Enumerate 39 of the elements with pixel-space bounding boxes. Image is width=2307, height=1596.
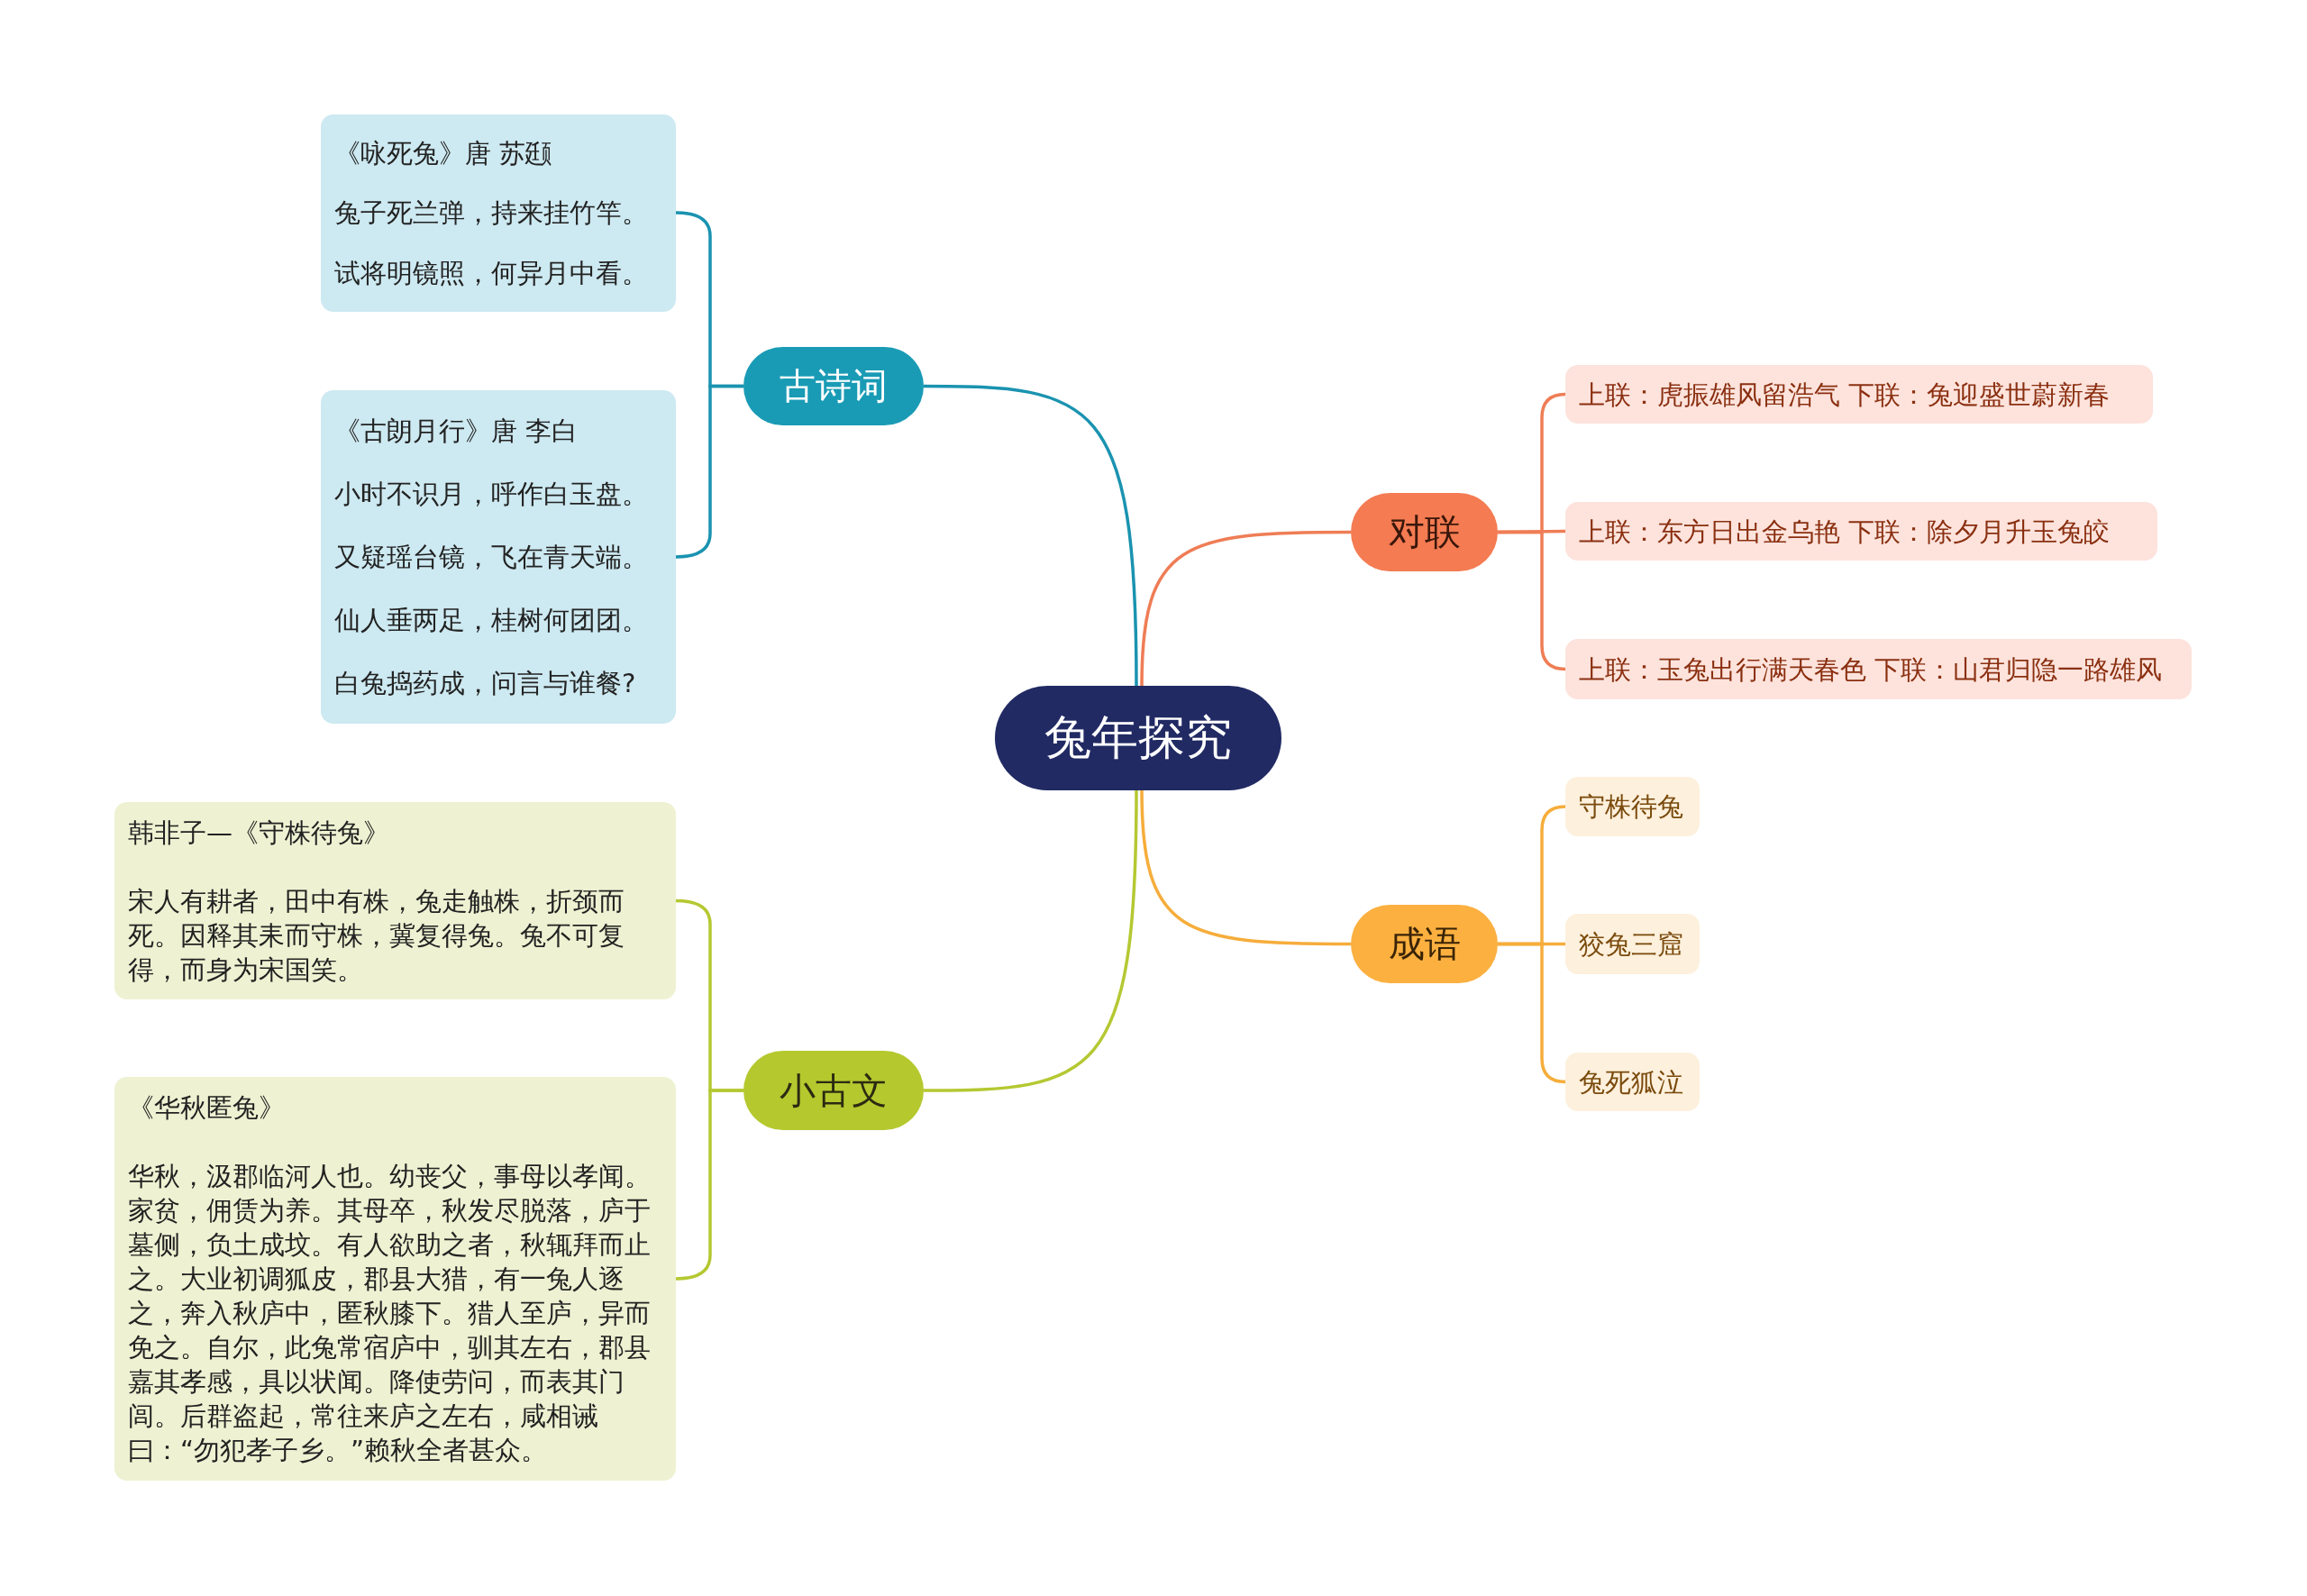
card-text: 宋人有耕者，田中有株，兔走触株，折颈而死。因释其耒而守株，冀复得兔。兔不可复得，而身为宋国笑。	[128, 884, 625, 987]
poem-card	[321, 114, 676, 312]
card-text: 又疑瑶台镜，飞在青天端。	[334, 541, 649, 574]
branch-topic: 小古文	[743, 1051, 924, 1130]
poem-card	[321, 390, 676, 724]
card-text: 仙人垂两足，桂树何团团。	[334, 604, 649, 637]
connector-line	[1140, 789, 1351, 946]
card-text: 白兔捣药成，问言与谁餐?	[334, 667, 637, 700]
connector-line	[675, 1089, 743, 1281]
text-card	[114, 1077, 676, 1481]
connector-line	[924, 789, 1138, 1092]
card-text: 兔子死兰弹，持来挂竹竿。	[334, 196, 649, 231]
card-text: 上联：玉兔出行满天春色 下联：山君归隐一路雄风	[1579, 652, 2164, 687]
branch-topic: 对联	[1351, 493, 1498, 571]
couplet-card	[1565, 639, 2192, 699]
card-text: 上联：虎振雄风留浩气 下联：兔迎盛世蔚新春	[1579, 378, 2111, 412]
card-text: 守株待兔	[1579, 790, 1684, 824]
card-heading: 《华秋匿兔》	[128, 1091, 286, 1125]
branch-topic: 古诗词	[743, 347, 924, 425]
idiom-card	[1565, 914, 1700, 974]
card-heading: 《咏死兔》唐 苏颋	[334, 137, 553, 171]
connector-line	[924, 384, 1138, 687]
card-heading: 韩非子—《守株待兔》	[128, 816, 390, 850]
card-text: 上联：东方日出金乌艳 下联：除夕月升玉兔皎	[1579, 515, 2111, 549]
couplet-card	[1565, 502, 2157, 561]
card-text: 小时不识月，呼作白玉盘。	[334, 478, 649, 511]
card-heading: 《古朗月行》唐 李白	[334, 415, 579, 448]
idiom-card	[1565, 1053, 1700, 1111]
card-text: 试将明镜照，何异月中看。	[334, 256, 649, 290]
card-text: 兔死狐泣	[1579, 1065, 1684, 1099]
connector-line	[675, 384, 743, 559]
card-text: 华秋，汲郡临河人也。幼丧父，事母以孝闻。家贫，佣赁为养。其母卒，秋发尽脱落，庐于墓侧，负土成坟。有人欲助之者，秋辄拜而止之。大业初调狐皮，郡县大猎，有一兔人逐之，奔入秋庐中，匿秋膝下。猎人至庐，异而免之。自尔，此兔常宿庐中，驯其左右，郡县嘉其孝感，具以状闻。降使劳问，而表其门闾。后群盗起，常往来庐之左右，咸相诫曰：“勿犯孝子乡。”赖秋全者甚众。	[128, 1160, 652, 1467]
connector-line	[1140, 530, 1351, 687]
text-card	[114, 802, 676, 999]
central-topic: 兔年探究	[995, 686, 1281, 790]
couplet-card	[1565, 365, 2153, 424]
card-text: 狡兔三窟	[1579, 927, 1684, 962]
idiom-card	[1565, 777, 1700, 836]
branch-topic: 成语	[1351, 905, 1498, 983]
